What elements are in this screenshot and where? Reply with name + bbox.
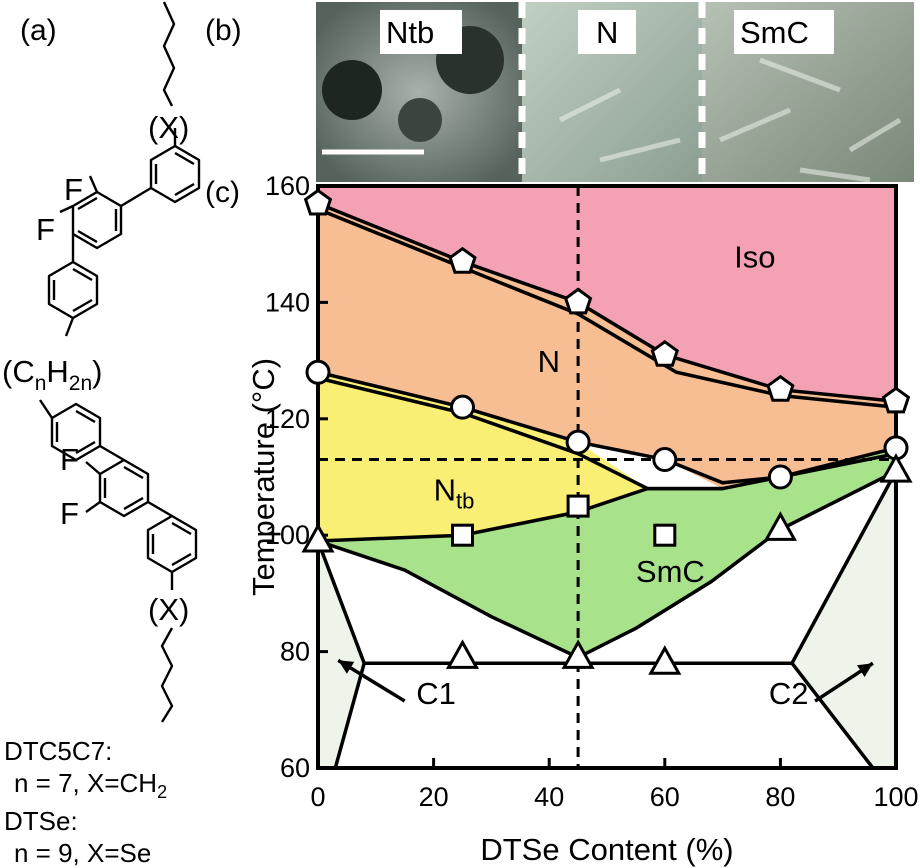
pentagon-marker	[881, 386, 911, 414]
phase-label: Iso	[734, 239, 775, 274]
pentagon-marker	[766, 374, 795, 402]
phase-label: C1	[416, 676, 456, 711]
fluorine-3: F	[60, 442, 79, 477]
circle-marker	[565, 429, 591, 455]
compound-1-name: DTC5C7:	[4, 736, 112, 766]
compound-2-name: DTSe:	[4, 806, 78, 836]
pentagon-marker	[650, 339, 679, 367]
phase-label: SmC	[636, 554, 705, 589]
triangle-marker	[648, 645, 682, 675]
reference-lines	[318, 186, 896, 768]
fluorine-1: F	[64, 172, 83, 207]
x-tick-label: 80	[765, 782, 795, 812]
texture-panel: Ntb N SmC	[316, 2, 914, 183]
triangle-marker	[763, 511, 797, 541]
compound-1-formula: n = 7, X=CH2	[14, 768, 167, 802]
circle-marker	[305, 359, 331, 385]
square-marker	[566, 494, 590, 518]
x-tick-label: 40	[534, 782, 564, 812]
x-group-bottom: (X)	[148, 592, 189, 627]
circle-marker	[652, 447, 678, 473]
region-crystal-1	[318, 541, 365, 768]
region-crystal-2	[792, 471, 896, 768]
circle-marker	[767, 464, 793, 490]
x-tick-label: 60	[650, 782, 680, 812]
phase-regions	[318, 186, 896, 768]
phase-label: N	[538, 344, 560, 379]
y-tick-label: 160	[265, 171, 310, 201]
x-axis-title: DTSe Content (%)	[480, 832, 733, 867]
region-iso	[318, 186, 896, 402]
x-tick-label: 20	[419, 782, 449, 812]
arrow-c2-head	[857, 663, 873, 677]
y-tick-label: 100	[265, 520, 310, 550]
pentagon-marker	[448, 246, 477, 274]
data-markers	[301, 188, 913, 675]
benzene-ring-5	[98, 458, 150, 518]
x-group-top: (X)	[148, 110, 189, 145]
pentagon-marker	[303, 188, 333, 216]
pentagon-marker	[563, 287, 593, 315]
x-tick-label: 100	[873, 782, 918, 812]
y-tick-label: 120	[265, 404, 310, 434]
region-smc	[318, 447, 896, 658]
phase-label: Ntb	[434, 472, 475, 513]
triangle-marker	[561, 639, 595, 669]
benzene-ring-3	[47, 260, 99, 320]
top-alkyl-chain	[162, 1, 176, 107]
texture-label-smc: SmC	[740, 15, 809, 50]
spacer-label: (CnH2n)	[2, 354, 102, 395]
texture-label-n: N	[596, 15, 618, 50]
panel-b-label: (b)	[205, 14, 242, 47]
benzene-ring-1	[149, 144, 201, 204]
square-marker	[653, 523, 677, 547]
y-tick-label: 60	[280, 753, 310, 783]
benzene-ring-6	[146, 514, 198, 574]
boundary-iso-upper	[318, 201, 896, 404]
compound-list: DTC5C7: n = 7, X=CH2 DTSe: n = 9, X=Se	[4, 736, 167, 868]
phase-label: C2	[769, 676, 809, 711]
boundary-iso-lower	[318, 207, 896, 409]
fluorine-2: F	[36, 212, 55, 247]
y-tick-label: 140	[265, 287, 310, 317]
x-tick-label: 0	[310, 782, 325, 812]
y-tick-label: 80	[280, 637, 310, 667]
triangle-marker	[445, 639, 480, 669]
arrow-c1-head	[338, 660, 355, 674]
boundary-n-lower	[318, 376, 896, 491]
molecular-structure	[39, 1, 201, 723]
texture-label-ntb: Ntb	[386, 15, 434, 50]
panel-c-label: (c)	[205, 176, 240, 209]
panel-a-label: (a)	[20, 14, 57, 47]
region-nematic	[318, 203, 896, 489]
compound-2-formula: n = 9, X=Se	[14, 838, 151, 868]
square-marker	[451, 523, 474, 547]
circle-marker	[450, 394, 475, 420]
region-ntb	[318, 372, 648, 541]
y-axis-title: Temperature (°C)	[246, 358, 281, 596]
triangle-marker	[301, 522, 335, 553]
molecule-atom-labels: (X) F F (CnH2n) F F (X)	[2, 110, 189, 627]
triangle-marker	[879, 453, 913, 483]
bottom-alkyl-chain	[160, 627, 174, 723]
fluorine-4: F	[60, 496, 79, 531]
